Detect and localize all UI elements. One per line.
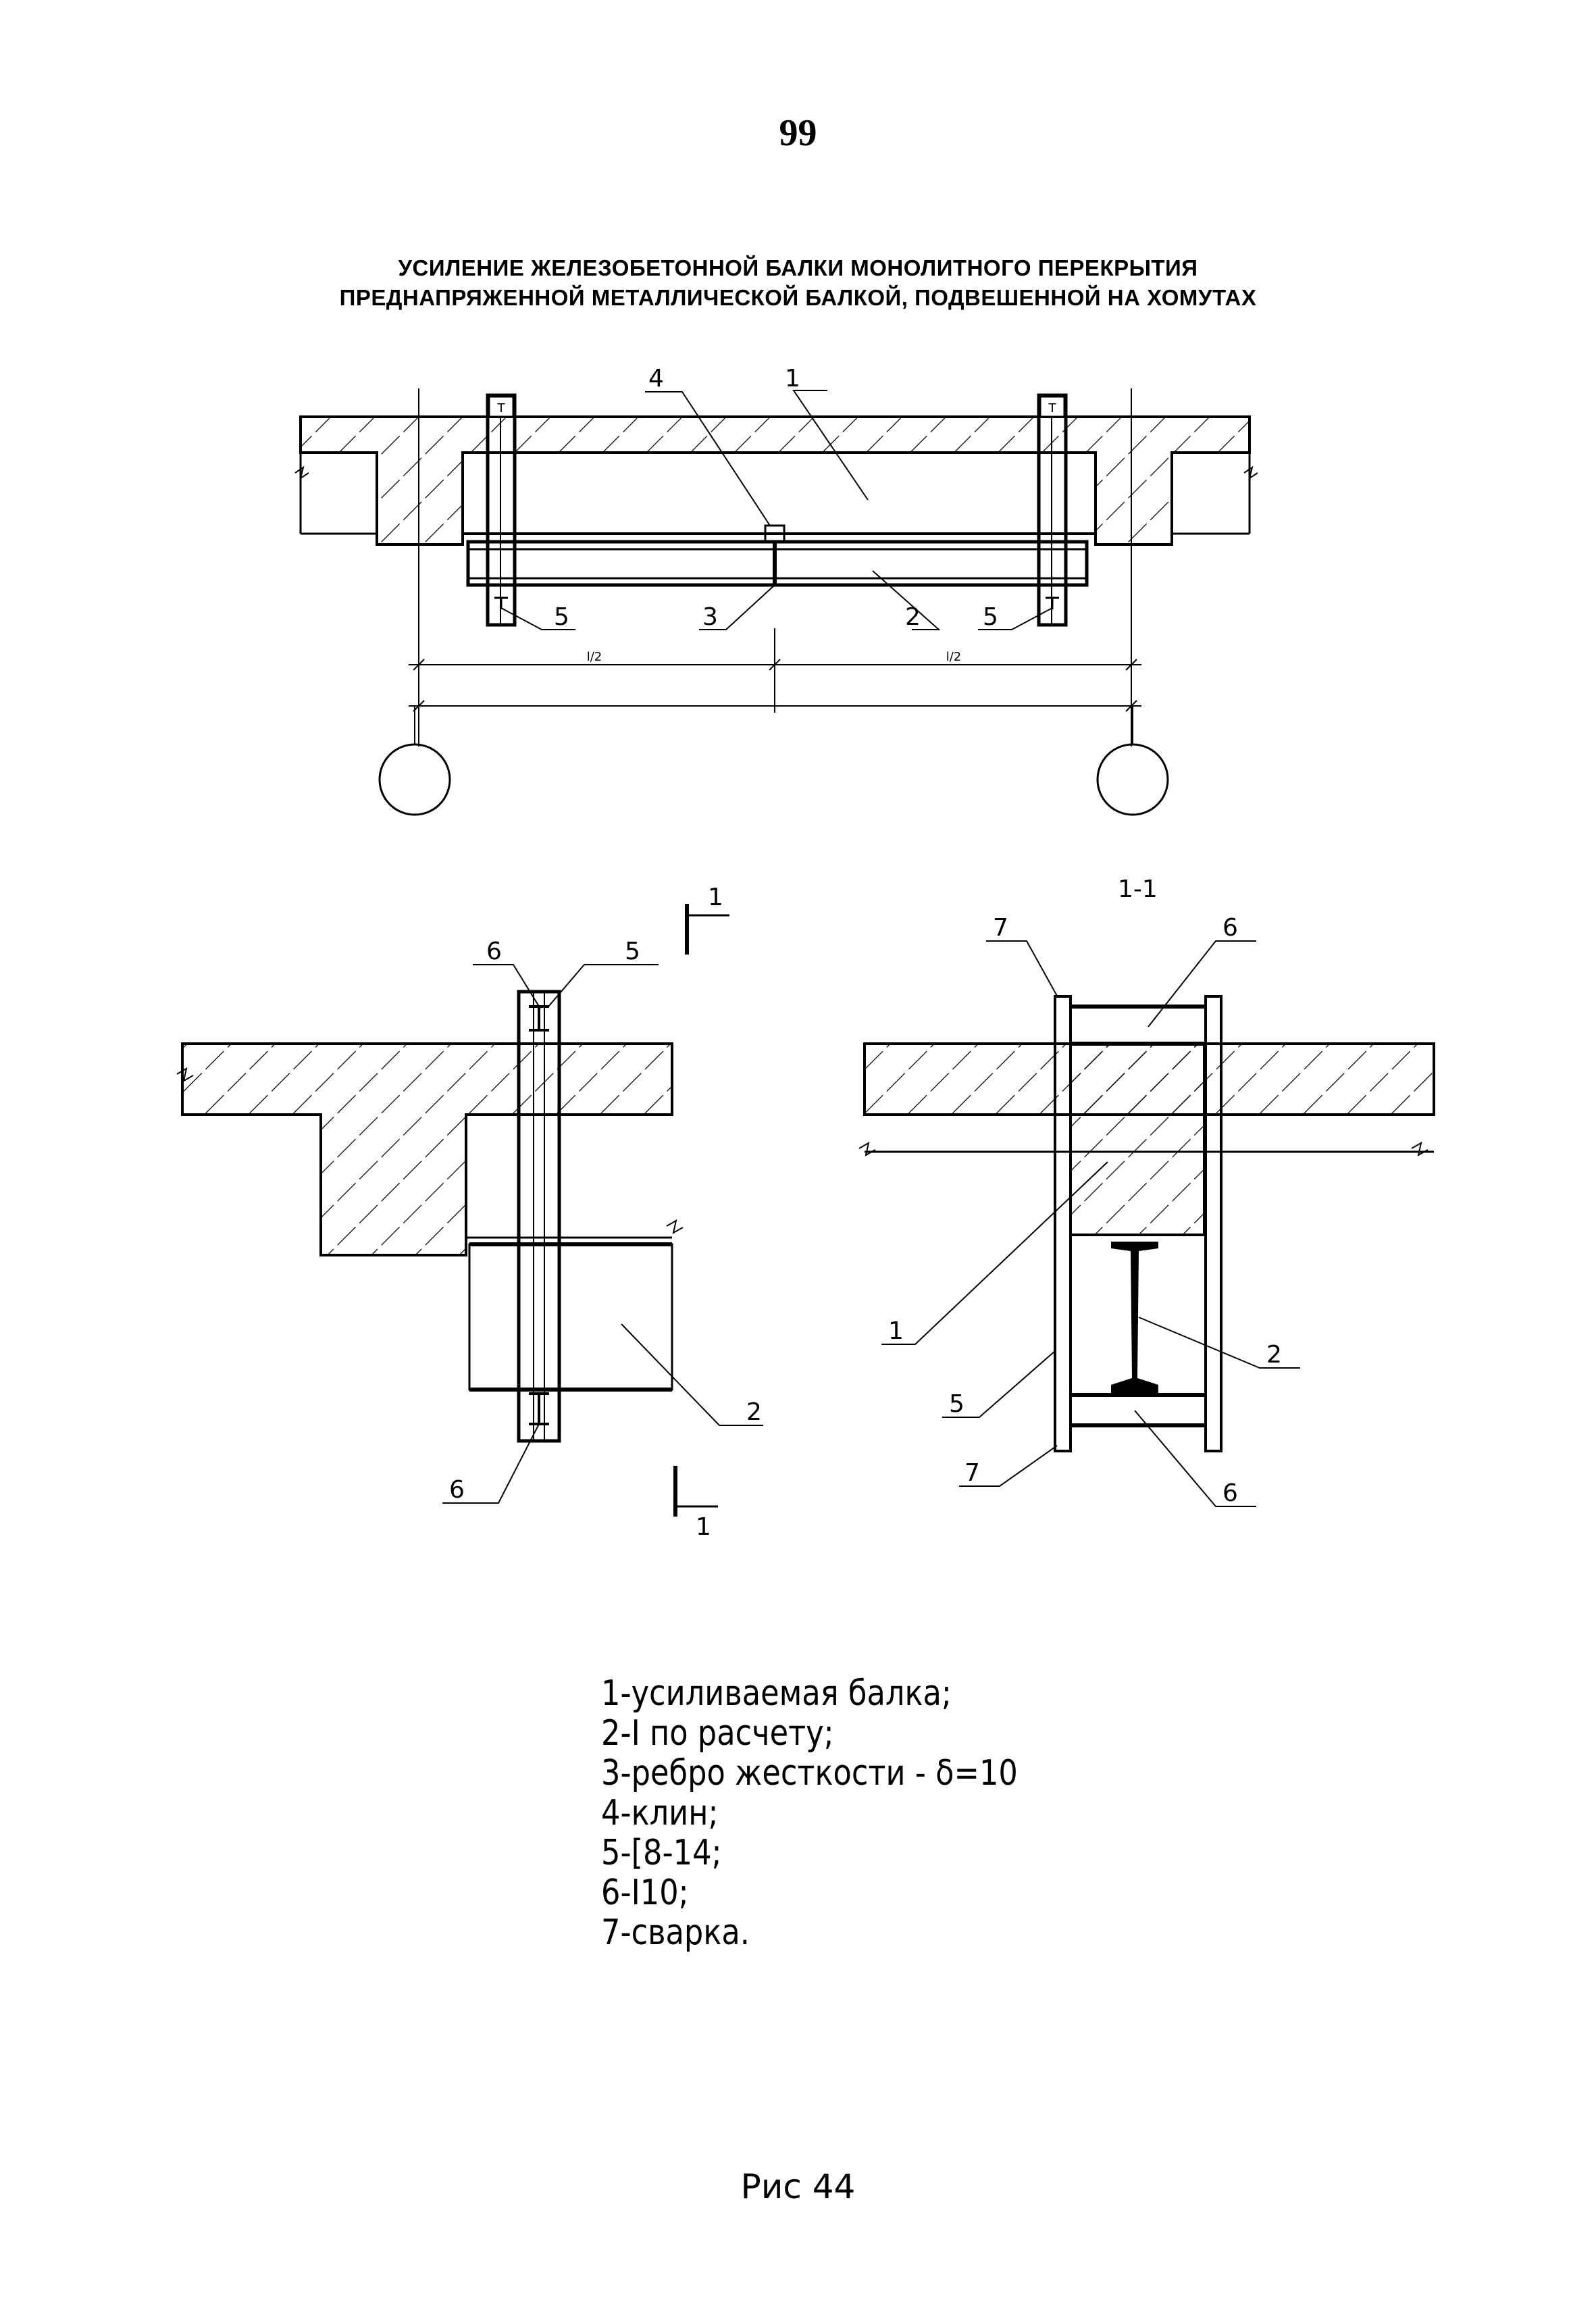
callout-5: 5 — [949, 1390, 964, 1418]
legend-item-2: 2-I по расчету; — [601, 1713, 834, 1754]
page-number: 99 — [779, 112, 817, 154]
section-channel-left — [1054, 995, 1072, 1452]
legend-item-7: 7-сварка. — [601, 1912, 750, 1953]
elevation-view: T T l/2 l/2 l 4 1 — [294, 365, 1258, 816]
legend-item-3: 3-ребро жесткости - δ=10 — [601, 1753, 1018, 1794]
callout-1: 1 — [888, 1317, 904, 1345]
callout-1: 1 — [785, 365, 800, 392]
callout-2: 2 — [905, 603, 921, 631]
section-i10-bottom — [1069, 1394, 1207, 1427]
callout-4: 4 — [648, 365, 664, 392]
axis-marker-left — [378, 743, 451, 816]
legend-item-1: 1-усиливаемая балка; — [601, 1673, 952, 1714]
callout-5: 5 — [625, 938, 640, 965]
callout-7-top: 7 — [993, 914, 1008, 942]
section-channel-right — [1204, 995, 1222, 1452]
section-mark-top: 1 — [685, 884, 729, 955]
legend: 1-усиливаемая балка; 2-I по расчету; 3-р… — [601, 1674, 1018, 1953]
callouts-side: 6 5 2 6 — [442, 938, 763, 1504]
svg-text:1: 1 — [696, 1513, 711, 1541]
section-1-1: 1-1 7 6 1 2 5 — [858, 875, 1435, 1507]
section-mark-bottom: 1 — [673, 1466, 718, 1541]
callout-5-left: 5 — [554, 603, 569, 631]
dimension-half-left: l/2 — [587, 650, 602, 664]
callout-6-bottom: 6 — [1222, 1479, 1238, 1507]
section-i-beam — [1111, 1242, 1158, 1393]
stiffener-mark-left: T — [497, 401, 506, 415]
legend-item-6: 6-I10; — [601, 1873, 689, 1913]
side-steel-beam — [468, 1243, 673, 1391]
drawing-title-line-2: ПРЕДНАПРЯЖЕННОЙ МЕТАЛЛИЧЕСКОЙ БАЛКОЙ, ПО… — [339, 285, 1257, 310]
callout-2: 2 — [1266, 1341, 1282, 1369]
section-i10-top — [1069, 1005, 1207, 1045]
axis-marker-right — [1096, 743, 1169, 816]
callout-3: 3 — [702, 603, 718, 631]
callout-6-top: 6 — [1222, 914, 1238, 942]
legend-item-4: 4-клин; — [601, 1793, 719, 1833]
callout-5-right: 5 — [983, 603, 998, 631]
callout-6-top: 6 — [486, 938, 502, 965]
side-view: 1 1 6 5 2 6 — [176, 884, 763, 1541]
section-title: 1-1 — [1118, 875, 1158, 903]
drawing-title-line-1: УСИЛЕНИЕ ЖЕЛЕЗОБЕТОННОЙ БАЛКИ МОНОЛИТНОГ… — [398, 255, 1198, 280]
svg-text:1: 1 — [708, 884, 723, 911]
callouts-section: 7 6 1 2 5 7 6 — [881, 914, 1300, 1507]
section-reinforced-beam — [1069, 1042, 1206, 1236]
figure-caption: Рис 44 — [740, 2167, 856, 2206]
side-clamp-channel — [517, 990, 561, 1443]
callout-6-bottom: 6 — [449, 1476, 465, 1504]
legend-item-5: 5-[8-14; — [601, 1833, 722, 1873]
stiffener-mark-right: T — [1048, 401, 1057, 415]
callout-7-bottom: 7 — [964, 1459, 980, 1487]
dimension-total: l — [773, 690, 776, 705]
dimension-half-right: l/2 — [946, 650, 962, 664]
callout-2: 2 — [746, 1398, 762, 1426]
side-slab-and-rib — [181, 1042, 673, 1256]
callouts-elevation: 4 1 3 2 5 5 — [500, 365, 1053, 631]
